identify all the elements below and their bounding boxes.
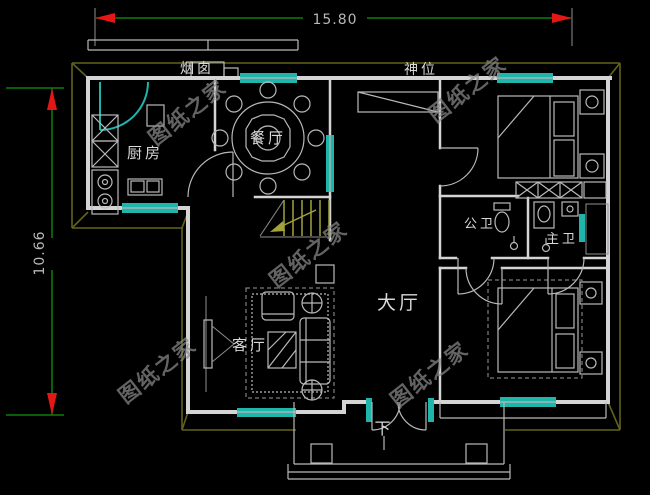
dim-width-label: 15.80 [312,12,357,28]
bed-icon [487,279,603,379]
entrance-double-door-icon [366,398,434,431]
bedroom1-door-icon [439,147,479,187]
balcony-outline [87,39,299,51]
dim-height-label: 10.66 [32,230,48,275]
room-label-bath-public: 公卫 [464,217,496,232]
roof-outline [71,62,621,431]
shaft [585,203,609,255]
window-icon [237,408,296,417]
room-label-kitchen: 厨房 [127,144,163,162]
bathroom-fixtures [493,201,609,255]
window-icon [240,73,297,83]
window-icon [122,203,178,213]
room-label-dining: 餐厅 [250,129,286,147]
entry-down-label: 下 [374,419,393,438]
cabinet-icon [91,114,119,168]
stairs-icon [259,199,330,238]
room-label-shrine: 神位 [404,62,438,78]
room-label-bath-master: 主卫 [546,232,578,247]
porch-column [310,443,333,464]
bedroom2-door-icon [465,267,503,305]
interior-walls [213,76,610,404]
shrine-table-icon [357,91,439,113]
doors [99,81,585,431]
column [315,264,335,284]
kitchen-door-icon [187,151,234,198]
back-door-icon [99,81,149,131]
window-icon [500,397,556,407]
windows [122,73,585,417]
room-label-living: 客厅 [232,336,268,354]
right-terrace [439,402,607,419]
sofa-icon [299,317,331,385]
wardrobe-icon [515,181,607,199]
floor-drain-icon [509,241,519,251]
bed-icon [497,89,605,179]
window-icon [326,135,334,192]
washbasin-icon [533,201,555,229]
porch-column [465,443,488,464]
porch-steps [287,402,607,480]
bath-public-door-icon [457,257,495,295]
sofa-set-icon [245,287,335,401]
room-label-hall: 大厅 [377,292,421,314]
armchair-icon [261,291,295,321]
stove-icon [91,169,119,215]
watermark-text: 图纸之家 [144,75,231,151]
dimension-left: 10.66 [6,87,64,416]
bath-cabinet-icon [561,201,579,217]
sink-icon [127,178,163,196]
flue-icon [146,104,165,127]
window-icon [579,214,585,242]
room-label-chimney: 烟囱 [180,61,214,77]
kitchen-fixtures [91,104,165,215]
window-icon [497,73,553,83]
toilet-icon [493,202,511,233]
tv-icon [203,296,235,392]
dining-table-icon [211,81,325,195]
